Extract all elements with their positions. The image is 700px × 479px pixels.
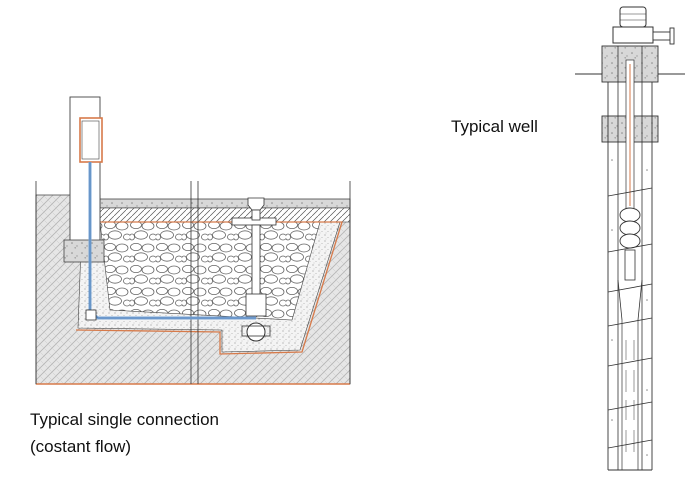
well-screen-taper — [617, 279, 643, 321]
meter-cabinet — [79, 117, 103, 163]
trench-gravel — [99, 221, 321, 321]
gravel-pack — [611, 159, 648, 456]
valve-stem — [251, 224, 261, 298]
connection-label: Typical single connection — [30, 410, 220, 429]
road-surface — [99, 198, 351, 209]
discharge-pipe — [652, 31, 672, 41]
road-base — [99, 207, 351, 223]
pipe-elbow — [85, 309, 97, 321]
meter-cabinet-frame — [81, 120, 100, 160]
centralizers — [607, 187, 653, 449]
well-drawing — [575, 6, 685, 471]
wellhead-cap — [619, 6, 647, 28]
trench-outline — [75, 221, 343, 355]
main-pipe — [246, 322, 266, 342]
well-screen — [625, 340, 635, 452]
valve-body — [245, 293, 267, 317]
column-footing — [63, 239, 105, 263]
wellhead-body — [612, 26, 654, 44]
pump-motor — [624, 249, 636, 281]
valve-key-top — [247, 197, 265, 211]
well-label: Typical well — [451, 117, 538, 136]
pump-bowl — [619, 207, 641, 223]
single-connection-drawing — [35, 96, 351, 385]
connection-sublabel: (costant flow) — [30, 437, 132, 456]
